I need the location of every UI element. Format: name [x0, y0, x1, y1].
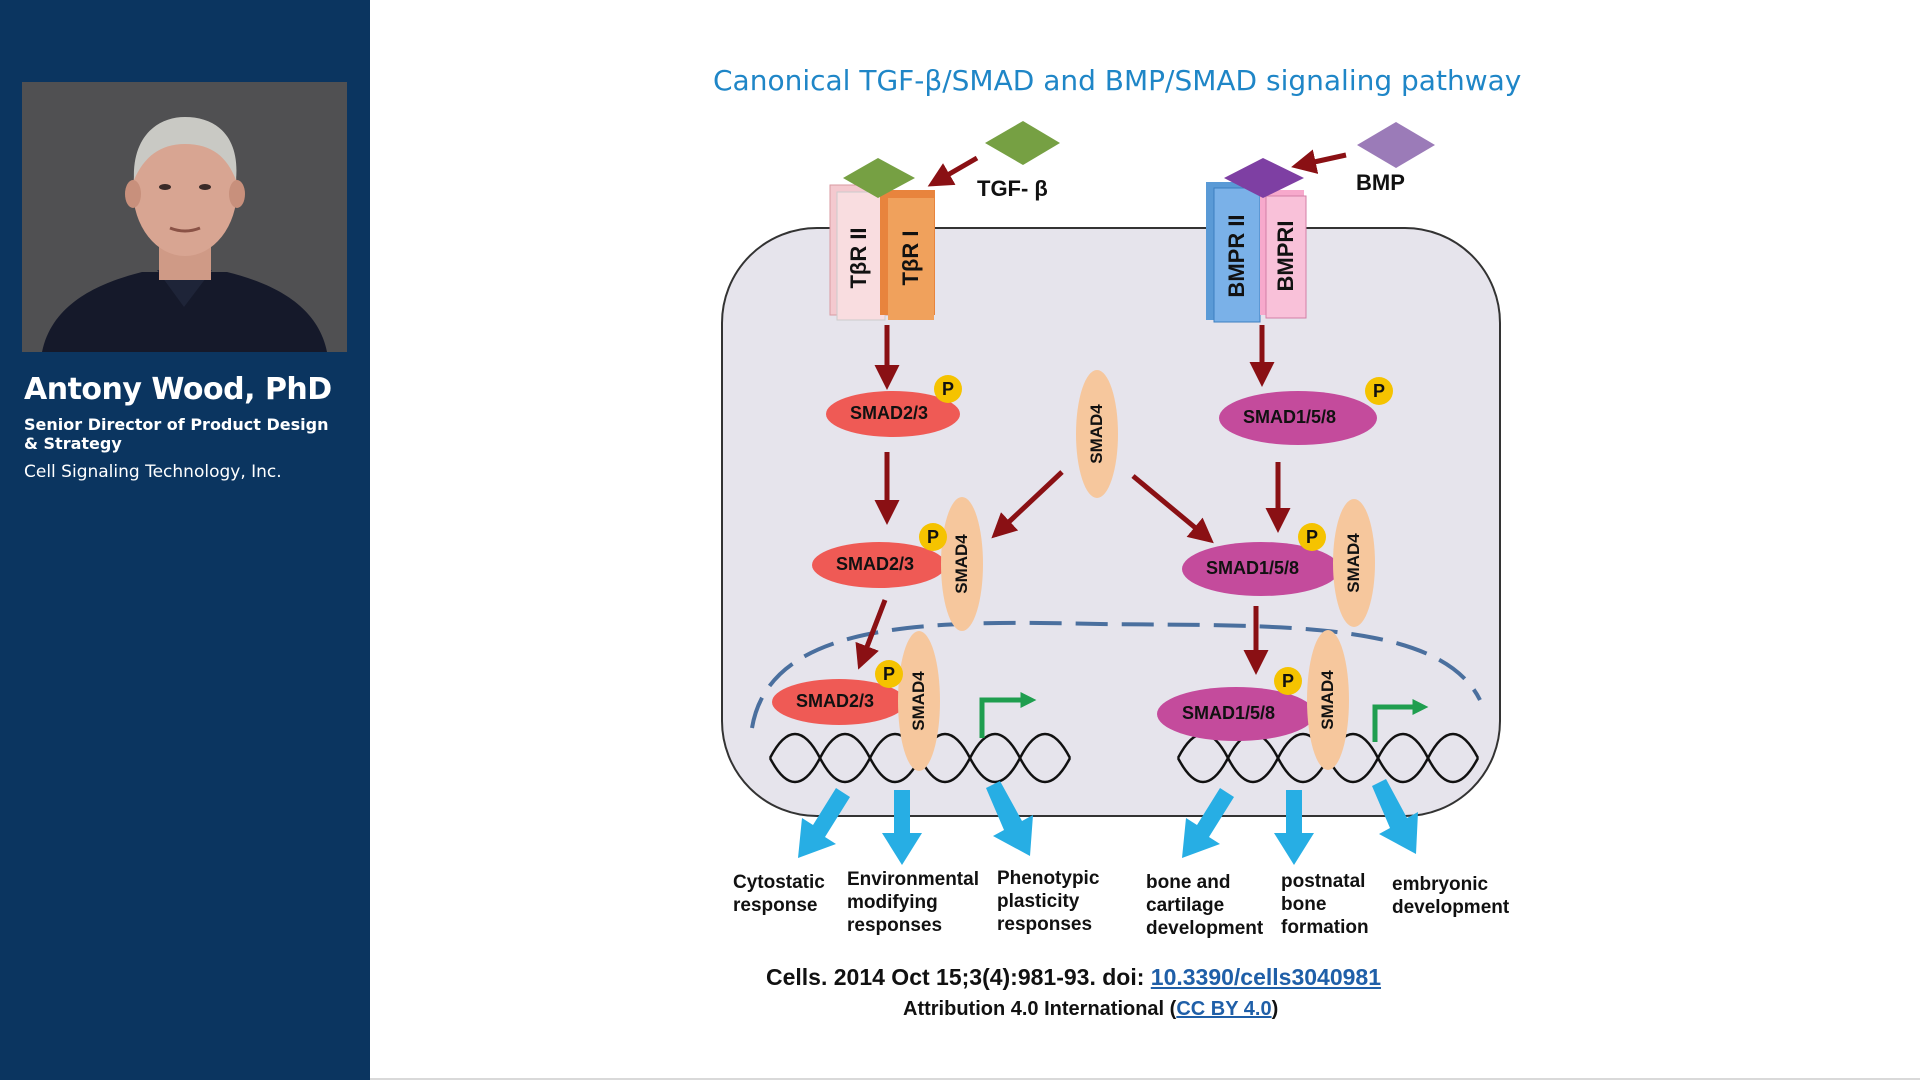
outcome-line: development: [1392, 897, 1510, 918]
tgfr2-receptor: [836, 191, 886, 321]
smad4-nucleus-left: [898, 631, 940, 771]
smad4-nucleus-right-label: SMAD4: [1318, 670, 1337, 730]
outcome-line: development: [1146, 918, 1264, 939]
bmpr1-label: BMPRI: [1273, 220, 1298, 292]
outcome-line: Environmental: [847, 869, 979, 890]
smad4-mid-left-label: SMAD4: [952, 534, 971, 594]
smad4-free-label: SMAD4: [1087, 404, 1106, 464]
outcome-line: formation: [1281, 917, 1369, 938]
smad4-mid-left: [941, 497, 983, 631]
outcome-line: cartilage: [1146, 895, 1225, 916]
outcome-line: responses: [847, 915, 943, 936]
tgf-ligand-free: [985, 121, 1060, 165]
license-prefix: Attribution 4.0 International (: [903, 998, 1177, 1020]
phospho-tag-4: P: [1365, 377, 1393, 405]
speaker-portrait: [22, 82, 347, 352]
outcome-line: response: [733, 895, 818, 916]
transcription-arrow-left: [979, 691, 1037, 738]
output-arrows-left: [798, 781, 1033, 865]
phospho-tag-5: P: [1298, 523, 1326, 551]
outcome-embryonic: embryonic development: [1392, 873, 1509, 919]
smad4-nucleus-left-label: SMAD4: [909, 671, 928, 731]
pathway-diagram: TGF- β BMP TβR II TβR I BMPR II BMPRI SM…: [700, 110, 1530, 950]
phospho-tag-6: P: [1274, 667, 1302, 695]
outcome-bone-cartilage: bone and cartilage development: [1146, 871, 1263, 940]
bmp-ligand-free: [1357, 122, 1435, 168]
tgfr2-label: TβR II: [846, 227, 871, 289]
citation: Cells. 2014 Oct 15;3(4):981-93. doi: 10.…: [766, 964, 1381, 991]
outcome-line: bone: [1281, 894, 1327, 915]
arrow-smad4-left: [991, 470, 1064, 539]
citation-text: Cells. 2014 Oct 15;3(4):981-93. doi:: [766, 964, 1151, 990]
smad158-nucleus-label: SMAD1/5/8: [1182, 703, 1276, 723]
phospho-tag-3: P: [875, 660, 903, 688]
speaker-video: [22, 82, 347, 352]
tgf-beta-label: TGF- β: [977, 176, 1048, 201]
speaker-title: Senior Director of Product Design & Stra…: [24, 415, 329, 453]
phospho-tag-2: P: [919, 523, 947, 551]
smad23-top-label: SMAD2/3: [850, 403, 929, 423]
smad4-mid-right-label: SMAD4: [1344, 533, 1363, 593]
bmpr2-label: BMPR II: [1224, 214, 1249, 298]
smad158-top-label: SMAD1/5/8: [1243, 407, 1337, 427]
output-arrow-6: [1372, 779, 1418, 854]
arrow-smad4-right: [1131, 474, 1214, 544]
bmp-binding-arrow: [1291, 149, 1347, 174]
tgfr1-label: TβR I: [898, 230, 923, 286]
outcome-line: postnatal: [1281, 871, 1366, 892]
outcome-line: bone and: [1146, 872, 1231, 893]
outcome-environmental: Environmental modifying responses: [847, 868, 979, 937]
slide-edge: [370, 1078, 1920, 1080]
outcome-line: Phenotypic: [997, 868, 1100, 889]
output-arrows-right: [1182, 779, 1418, 865]
smad158-top: [1219, 391, 1377, 445]
output-arrow-4: [1182, 788, 1234, 858]
outcome-postnatal-bone: postnatal bone formation: [1281, 870, 1369, 939]
output-arrow-3: [986, 781, 1033, 856]
tgfr1-receptor: [888, 198, 934, 320]
bmpr2-receptor: [1213, 187, 1261, 323]
tgf-binding-arrow: [927, 155, 979, 187]
outcome-line: embryonic: [1392, 874, 1489, 895]
outcome-phenotypic: Phenotypic plasticity responses: [997, 867, 1099, 936]
smad23-top: [826, 391, 960, 437]
bmpr1-receptor: [1265, 195, 1307, 319]
output-arrow-1: [798, 788, 850, 858]
smad23-nucleus-label: SMAD2/3: [796, 691, 875, 711]
tgf-ligand-bound: [843, 158, 915, 198]
smad23-mid: [812, 542, 946, 588]
smad158-mid-label: SMAD1/5/8: [1206, 558, 1300, 578]
outcome-line: plasticity: [997, 891, 1080, 912]
smad158-nucleus: [1157, 687, 1315, 741]
output-arrow-5: [1274, 790, 1314, 865]
slide-title: Canonical TGF-β/SMAD and BMP/SMAD signal…: [713, 64, 1522, 97]
license-suffix: ): [1271, 998, 1279, 1020]
smad23-nucleus: [772, 679, 906, 725]
transcription-arrow-right: [1372, 698, 1429, 742]
speaker-company: Cell Signaling Technology, Inc.: [24, 462, 282, 482]
speaker-panel: Antony Wood, PhD Senior Director of Prod…: [0, 0, 370, 1080]
pathway-graphics: [721, 121, 1501, 865]
bmp-ligand-bound: [1224, 158, 1304, 198]
nuclear-envelope: [750, 620, 1482, 729]
outcome-line: Cytostatic: [733, 872, 825, 893]
smad23-mid-label: SMAD2/3: [836, 554, 915, 574]
license: Attribution 4.0 International (CC BY 4.0…: [903, 998, 1278, 1021]
smad4-free: [1076, 370, 1118, 498]
bmp-label: BMP: [1356, 170, 1405, 195]
smad4-nucleus-right: [1307, 630, 1349, 770]
output-arrow-2: [882, 790, 922, 865]
arrow-smad23-to-nucleus: [855, 599, 888, 670]
outcome-cytostatic: Cytostatic response: [733, 871, 825, 917]
smad158-mid: [1182, 542, 1340, 596]
smad4-mid-right: [1333, 499, 1375, 627]
outcome-line: responses: [997, 914, 1093, 935]
license-link[interactable]: CC BY 4.0: [1176, 998, 1272, 1020]
doi-link[interactable]: 10.3390/cells3040981: [1150, 964, 1382, 990]
speaker-name: Antony Wood, PhD: [24, 372, 332, 407]
phospho-tag-1: P: [934, 375, 962, 403]
outcome-line: modifying: [847, 892, 938, 913]
